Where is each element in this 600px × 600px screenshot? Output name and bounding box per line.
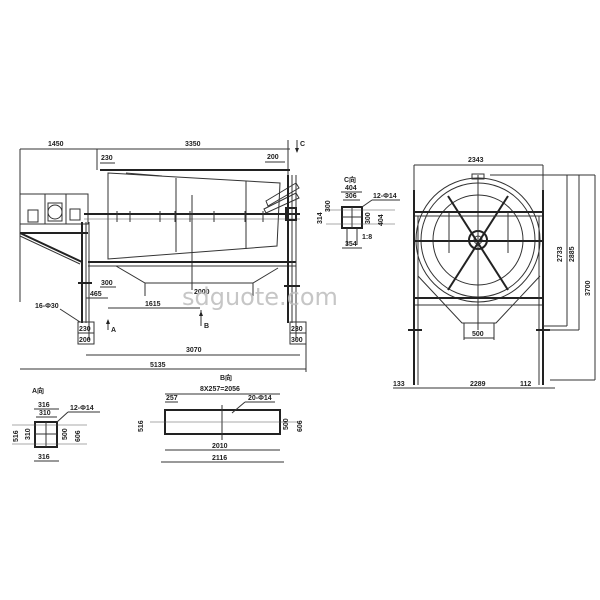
section-arrow-a: A [111,327,116,334]
dim-306: 306 [345,193,357,200]
dim-300-left: 300 [325,200,332,212]
dim-2343: 2343 [468,157,484,164]
section-arrow-b: B [204,323,209,330]
section-c-hole-note: 12-Φ14 [373,193,397,200]
dim-2289: 2289 [470,381,486,388]
dim-516: 516 [13,430,20,442]
dim-606-b: 606 [297,420,304,432]
dim-pitch: 8X257=2056 [200,386,240,393]
dim-1450: 1450 [48,141,64,148]
dim-300-right: 300 [365,212,372,224]
section-b-title: B向 [220,373,232,382]
section-b-hole-note: 20-Φ14 [248,395,272,402]
dim-2010: 2010 [212,443,228,450]
dim-404-right: 404 [378,214,385,226]
section-c-title: C向 [344,175,356,184]
side-view: 1450 3350 230 200 C [19,140,307,372]
dim-516-b: 516 [138,420,145,432]
dim-230: 230 [101,155,113,162]
dim-2885: 2885 [569,246,576,262]
foot-left-bottom: 200 [79,337,91,344]
section-a-hole-note: 12-Φ14 [70,405,94,412]
dim-310-left: 310 [25,428,32,440]
dim-112: 112 [520,381,531,388]
dim-465: 465 [90,291,102,298]
dim-2733: 2733 [557,246,564,262]
section-c-view: C向 404 306 12-Φ14 300 314 300 404 1:8 35… [317,175,400,249]
ratio-1-8: 1:8 [362,234,372,241]
foot-right-top: 230 [291,326,303,333]
watermark: sdguote.com [182,283,338,311]
section-marker-c: C [300,141,305,148]
dim-3070: 3070 [186,347,202,354]
dim-1615: 1615 [145,301,161,308]
dim-500-outlet: 500 [472,331,484,338]
dim-2116: 2116 [212,455,227,462]
dim-3700: 3700 [585,280,592,296]
dim-133: 133 [393,381,405,388]
dim-310-top: 310 [39,410,51,417]
dim-500-b: 500 [283,418,290,430]
dim-314: 314 [317,212,324,224]
section-a-title: A向 [32,386,44,395]
dim-5135: 5135 [150,362,166,369]
section-a-view: A向 316 310 12-Φ14 516 310 500 606 316 [12,386,100,462]
dim-404: 404 [345,185,357,192]
dim-257: 257 [166,395,178,402]
dim-3350: 3350 [185,141,201,148]
foot-right-bottom: 300 [291,337,303,344]
dim-316-top: 316 [38,402,50,409]
dim-316-bottom: 316 [38,454,50,461]
foot-left-top: 230 [79,326,91,333]
end-view: 2343 500 273 [393,157,596,389]
dim-606: 606 [75,430,82,442]
dim-500: 500 [62,428,69,440]
dim-300: 300 [101,280,113,287]
dim-354: 354 [345,241,357,248]
anchor-bolts-note: 16-Φ30 [35,303,59,310]
dim-2000: 2000 [194,289,210,296]
section-b-view: B向 8X257=2056 257 20-Φ14 516 500 606 201… [138,373,304,463]
dim-200: 200 [267,154,279,161]
